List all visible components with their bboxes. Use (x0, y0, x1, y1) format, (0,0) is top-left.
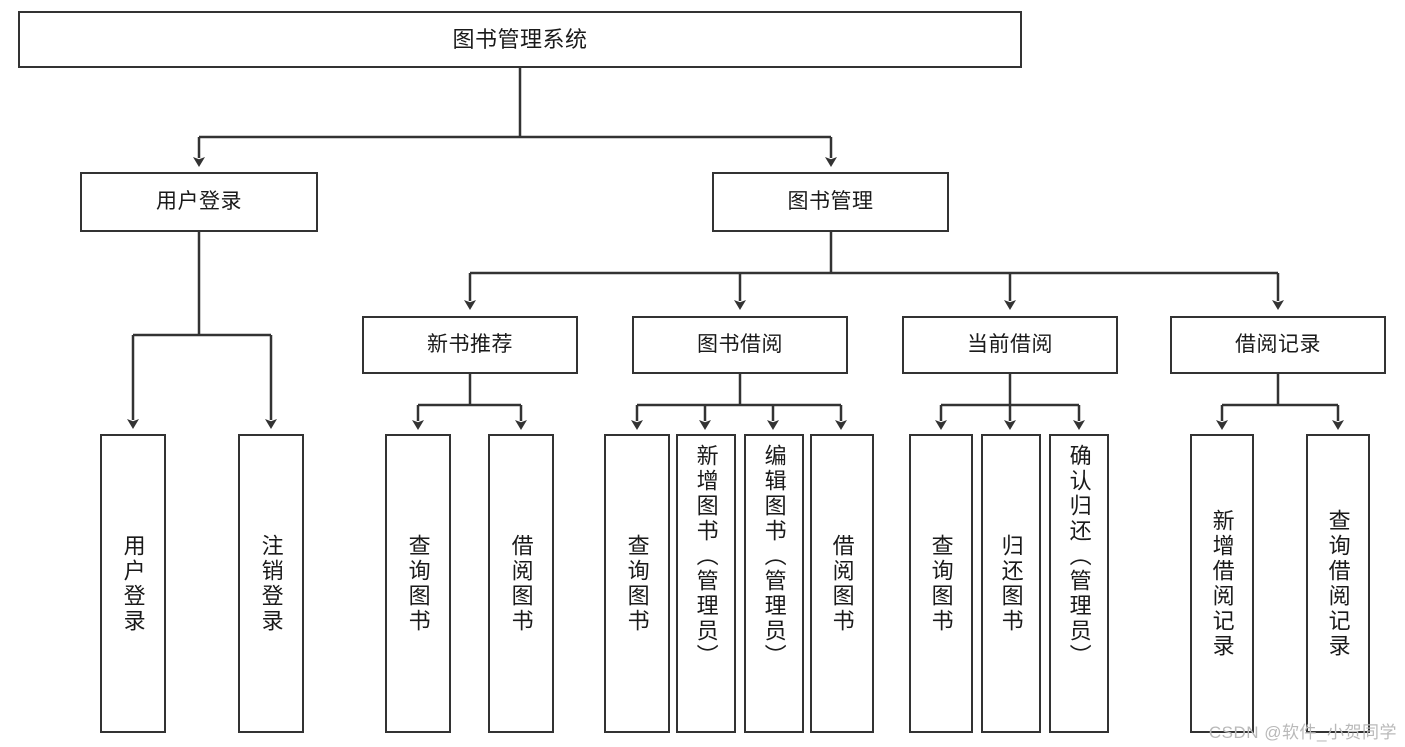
node-leaf-add-book-label: 新增图书（管理员） (693, 444, 719, 669)
node-leaf-user-login-label: 用户登录 (120, 533, 146, 634)
node-root[interactable]: 图书管理系统 (18, 11, 1022, 68)
node-leaf-add-record-label: 新增借阅记录 (1209, 508, 1235, 659)
node-leaf-query-book-2-label: 查询图书 (624, 533, 650, 634)
node-book-manage-label: 图书管理 (787, 189, 874, 213)
node-leaf-query-record[interactable]: 查询借阅记录 (1306, 434, 1370, 733)
node-new-book-rec-label: 新书推荐 (427, 332, 513, 356)
node-leaf-edit-book[interactable]: 编辑图书（管理员） (744, 434, 804, 733)
node-user-login-label: 用户登录 (156, 189, 242, 213)
node-leaf-borrow-book-1-label: 借阅图书 (508, 533, 534, 634)
node-leaf-add-book[interactable]: 新增图书（管理员） (676, 434, 736, 733)
node-current-borrow-label: 当前借阅 (967, 332, 1053, 356)
node-leaf-confirm-return[interactable]: 确认归还（管理员） (1049, 434, 1109, 733)
node-borrow-record[interactable]: 借阅记录 (1170, 316, 1386, 374)
node-root-label: 图书管理系统 (452, 26, 588, 52)
node-leaf-query-record-label: 查询借阅记录 (1325, 508, 1351, 659)
node-borrow-record-label: 借阅记录 (1235, 332, 1321, 356)
node-leaf-query-book-3[interactable]: 查询图书 (909, 434, 973, 733)
node-leaf-logout-label: 注销登录 (258, 533, 284, 634)
node-book-borrow[interactable]: 图书借阅 (632, 316, 848, 374)
node-leaf-query-book-1[interactable]: 查询图书 (385, 434, 451, 733)
node-leaf-user-login[interactable]: 用户登录 (100, 434, 166, 733)
node-new-book-rec[interactable]: 新书推荐 (362, 316, 578, 374)
node-leaf-logout[interactable]: 注销登录 (238, 434, 304, 733)
node-leaf-query-book-3-label: 查询图书 (928, 533, 954, 634)
node-leaf-borrow-book-2-label: 借阅图书 (829, 533, 855, 634)
node-current-borrow[interactable]: 当前借阅 (902, 316, 1118, 374)
node-leaf-confirm-return-label: 确认归还（管理员） (1066, 444, 1092, 669)
node-leaf-query-book-2[interactable]: 查询图书 (604, 434, 670, 733)
node-leaf-add-record[interactable]: 新增借阅记录 (1190, 434, 1254, 733)
node-user-login[interactable]: 用户登录 (80, 172, 318, 232)
watermark-text: CSDN @软件_小贺同学 (1208, 723, 1397, 742)
node-book-manage[interactable]: 图书管理 (712, 172, 949, 232)
node-leaf-return-book[interactable]: 归还图书 (981, 434, 1041, 733)
node-leaf-return-book-label: 归还图书 (998, 533, 1024, 634)
node-leaf-borrow-book-1[interactable]: 借阅图书 (488, 434, 554, 733)
node-leaf-query-book-1-label: 查询图书 (405, 533, 431, 634)
node-leaf-borrow-book-2[interactable]: 借阅图书 (810, 434, 874, 733)
node-book-borrow-label: 图书借阅 (697, 332, 783, 356)
node-leaf-edit-book-label: 编辑图书（管理员） (761, 444, 787, 669)
